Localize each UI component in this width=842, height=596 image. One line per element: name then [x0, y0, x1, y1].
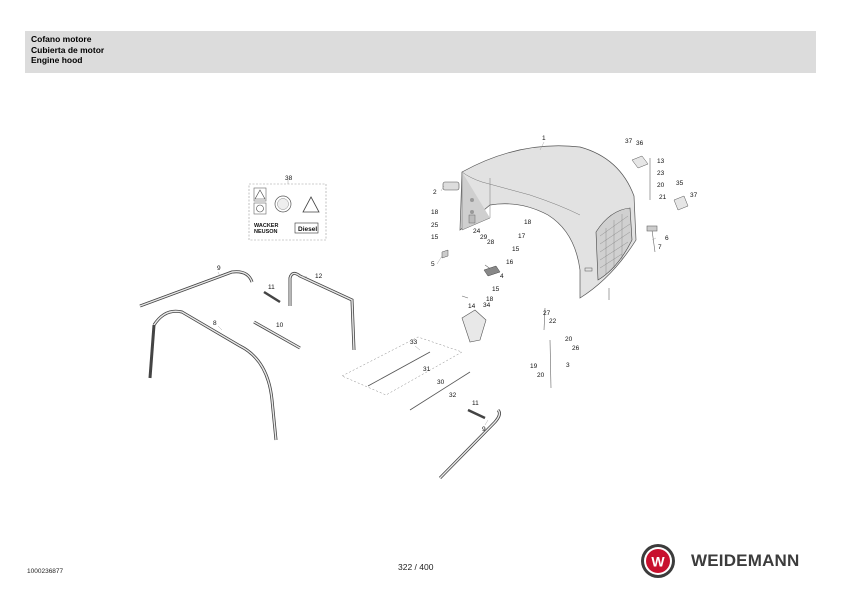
callout-34: 34 [483, 302, 491, 309]
callout-4: 4 [500, 273, 504, 280]
page-indicator: 322 / 400 [398, 562, 434, 572]
callout-27: 27 [543, 310, 551, 317]
callout-7: 7 [658, 244, 662, 251]
callout-11a: 11 [268, 284, 275, 291]
callout-3: 3 [566, 362, 570, 369]
callout-18b: 18 [524, 219, 532, 226]
callout-36: 36 [636, 140, 644, 147]
callout-labels: 38 1 2 37 36 13 23 20 35 37 21 6 7 18 25… [213, 135, 698, 433]
callout-5: 5 [431, 261, 435, 268]
callout-24: 24 [473, 228, 481, 235]
document-number: 1000236877 [27, 568, 64, 575]
callout-29: 29 [480, 234, 488, 241]
decal-logo-text-1: WACKER [254, 223, 278, 229]
callout-22: 22 [549, 318, 557, 325]
callout-12: 12 [315, 273, 323, 280]
title-spanish: Cubierta de motor [31, 44, 105, 55]
callout-15b: 15 [512, 246, 520, 253]
callout-25: 25 [431, 222, 439, 229]
callout-2: 2 [433, 189, 437, 196]
title-english: Engine hood [31, 55, 83, 65]
brand-name: WEIDEMANN [691, 551, 800, 570]
callout-35: 35 [676, 180, 684, 187]
callout-19: 19 [530, 363, 538, 370]
callout-26: 26 [572, 345, 580, 352]
page-header: Cofano motore Cubierta de motor Engine h… [25, 31, 816, 73]
callout-9b: 9 [482, 426, 486, 433]
decal-diesel-text: Diesel [298, 226, 317, 233]
callout-1: 1 [542, 135, 546, 142]
decal-sheet: WACKER NEUSON Diesel [248, 180, 327, 241]
callout-17: 17 [518, 233, 526, 240]
callout-38: 38 [285, 175, 293, 182]
latch-plate-part [461, 309, 487, 343]
seal-strips [139, 270, 501, 480]
callout-31: 31 [423, 366, 431, 373]
callout-30: 30 [437, 379, 445, 386]
callout-15a: 15 [431, 234, 439, 241]
floor-panel-part [341, 336, 463, 396]
nut-part [441, 249, 449, 259]
callout-18c: 18 [486, 296, 494, 303]
callout-16: 16 [506, 259, 514, 266]
callout-14: 14 [468, 303, 476, 310]
callout-8: 8 [213, 320, 217, 327]
callout-6: 6 [665, 235, 669, 242]
handle-part [442, 181, 460, 191]
callout-20b: 20 [565, 336, 573, 343]
decal-logo-text-2: NEUSON [254, 229, 278, 235]
engine-hood-part [459, 145, 637, 299]
callout-20c: 20 [537, 372, 545, 379]
callout-11b: 11 [472, 400, 479, 407]
callout-28: 28 [487, 239, 495, 246]
callout-21: 21 [659, 194, 667, 201]
title-italian: Cofano motore [31, 34, 92, 44]
callout-37b: 37 [690, 192, 698, 199]
logo-letter: W [651, 554, 665, 570]
callout-20a: 20 [657, 182, 665, 189]
callout-13: 13 [657, 158, 665, 165]
callout-9a: 9 [217, 265, 221, 272]
weidemann-logo-icon: W [641, 544, 675, 578]
callout-37a: 37 [625, 138, 633, 145]
latch-part [483, 265, 501, 277]
callout-15c: 15 [492, 286, 500, 293]
callout-18a: 18 [431, 209, 439, 216]
callout-32: 32 [449, 392, 457, 399]
callout-23: 23 [657, 170, 665, 177]
strip-part-30 [409, 371, 471, 411]
hinge-brackets [631, 155, 689, 211]
callout-10: 10 [276, 322, 284, 329]
callout-33: 33 [410, 339, 418, 346]
